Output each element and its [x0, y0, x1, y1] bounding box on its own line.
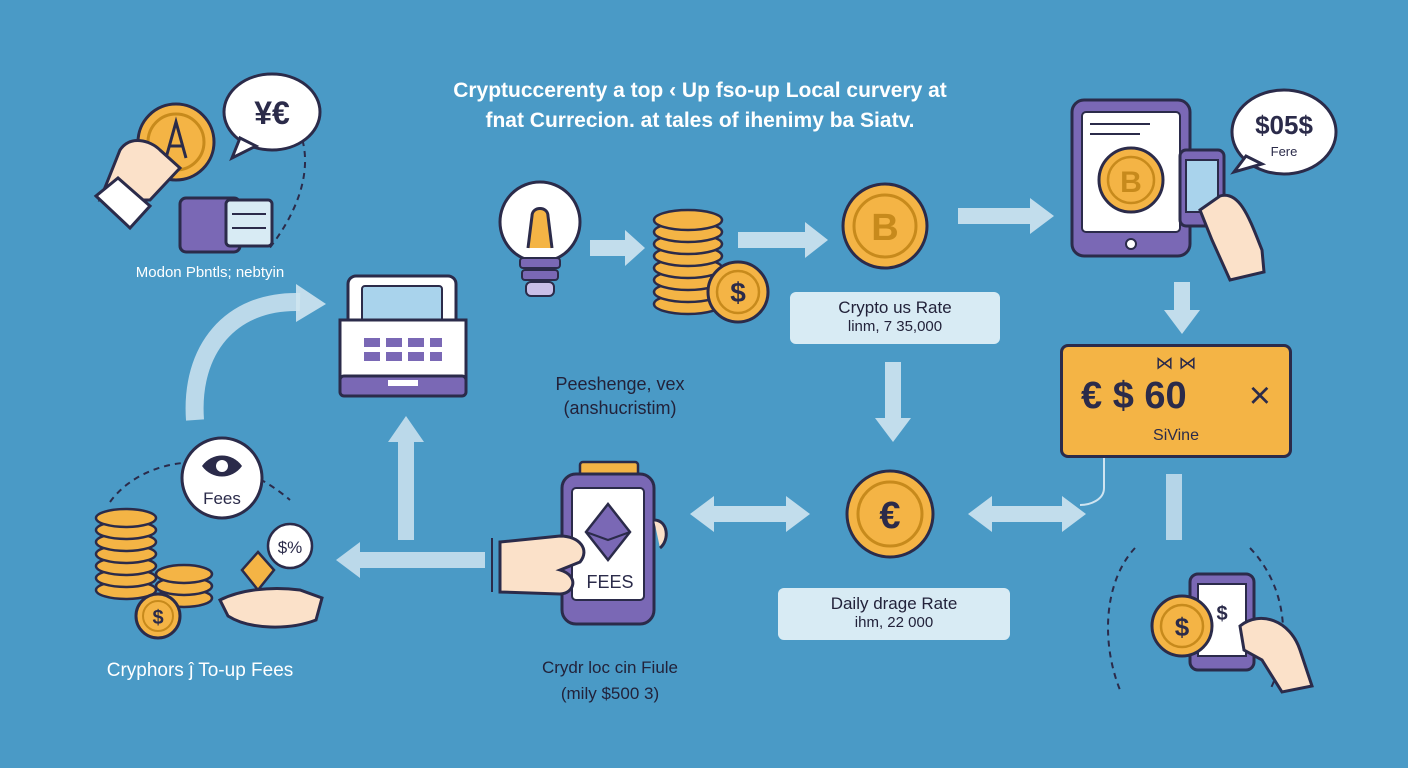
dashed-curve-bottom-left [109, 461, 291, 503]
fees-badge: Fees [180, 436, 264, 520]
coin-bitcoin-glyph: B [871, 207, 898, 249]
phone-dollar-glyph: $ [1216, 603, 1227, 625]
crypto-rate-title: Crypto us Rate [838, 298, 952, 317]
fees-badge-text: Fees [203, 489, 241, 508]
arrow-phone-euro [690, 496, 810, 532]
title-line-2: fnat Currecion. at tales of ihenimy ba S… [485, 109, 915, 132]
label-bottom-center-line-2: (mily $500 3) [560, 684, 660, 703]
panel-caption: SiVine [1153, 427, 1199, 444]
coin-euro-glyph: € [879, 495, 900, 537]
connector-gold-euro [1079, 458, 1105, 506]
percent-bubble: $% [266, 522, 314, 570]
curved-arrow-up [185, 292, 301, 421]
flow-arrows [336, 198, 1200, 578]
fees-bubble-label: Fere [1271, 144, 1298, 159]
curved-arrow-head [296, 284, 326, 322]
daily-rate-value: ihm, 22 000 [854, 614, 934, 631]
daily-rate-box: Daily drage Rate ihm, 22 000 [778, 588, 1010, 640]
coin-hand-icon [93, 102, 216, 231]
dashed-curve-bottom-right-1 [1107, 547, 1136, 691]
panel-amount: € $ 60 [1081, 375, 1187, 417]
pos-terminal-icon [338, 274, 468, 398]
euro-coin-icon: € [845, 469, 935, 559]
wallet-icon [178, 196, 274, 254]
tablet-bitcoin-icon: B [1070, 98, 1266, 282]
arrow-rate-down [875, 362, 911, 442]
fees-bubble-amount: $05$ [1255, 110, 1313, 140]
bitcoin-coin-icon: B [841, 182, 929, 270]
arrow-up-terminal [388, 416, 424, 540]
crypto-rate-box: Crypto us Rate linm, 7 35,000 [790, 292, 1000, 344]
label-center-middle-line-2: (anshucristim) [563, 398, 677, 418]
label-top-left: Modon Pbntls; nebtyin [135, 264, 285, 281]
arrow-bulb-to-coins [590, 230, 645, 266]
exchange-result-panel: ⋈ ⋈ € $ 60 × SiVine [1060, 344, 1292, 458]
arrow-gold-down [1166, 474, 1182, 540]
label-center-middle-line-1: Peeshenge, vex [555, 374, 685, 394]
coin-stack-icon: $ [652, 208, 770, 324]
fees-speech-bubble-top: $05$ Fere [1230, 88, 1338, 176]
hand-diamond-icon [217, 550, 324, 629]
currency-speech-bubble: ¥€ [222, 72, 322, 162]
arrow-tablet-down [1164, 282, 1200, 334]
arrow-bitcoin-to-tablet [958, 198, 1054, 234]
lightbulb-icon [498, 180, 582, 297]
close-icon[interactable]: × [1248, 375, 1271, 417]
tablet-bitcoin-glyph: B [1120, 166, 1142, 199]
arrow-left-fees [336, 542, 485, 578]
daily-rate-title: Daily drage Rate [830, 594, 958, 613]
panel-top-marks: ⋈ ⋈ [1155, 353, 1197, 373]
fees-coin-stack-icon: $ [94, 507, 214, 640]
phone-coin-glyph: $ [1175, 612, 1190, 642]
phone-fees-text: FEES [586, 572, 633, 592]
percent-bubble-text: $% [278, 538, 303, 557]
fees-coin-glyph: $ [152, 607, 163, 629]
coin-dollar-glyph: $ [730, 277, 746, 308]
currency-bubble-text: ¥€ [254, 95, 290, 131]
arrow-coins-to-bitcoin [738, 222, 828, 258]
title-line-1: Cryptuccerenty a top ‹ Up fso-up Local c… [453, 79, 947, 102]
crypto-rate-value: linm, 7 35,000 [847, 318, 943, 335]
arrow-euro-gold [968, 496, 1086, 532]
label-bottom-center-line-1: Crydr loc cin Fiule [541, 658, 679, 677]
phone-dollar-icon: $ $ [1150, 572, 1314, 694]
phone-fees-icon: FEES [498, 460, 668, 626]
label-bottom-left: Cryphors ĵ To-up Fees [106, 660, 294, 681]
